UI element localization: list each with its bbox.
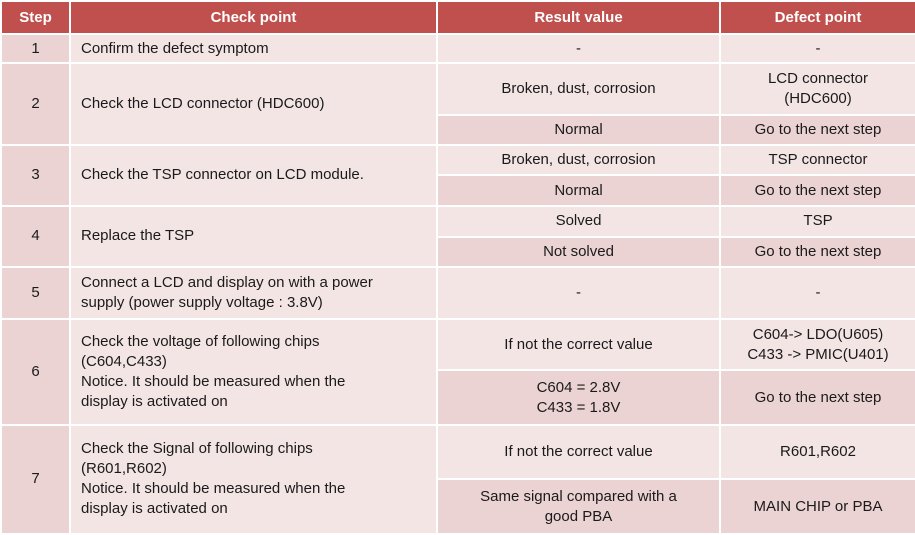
text-line: (HDC600) bbox=[784, 90, 852, 108]
table-row: 7 Check the Signal of following chips (R60… bbox=[0, 423, 915, 535]
text-line: Same signal compared with a bbox=[480, 487, 677, 505]
text-line: C433 = 1.8V bbox=[536, 398, 621, 416]
defect-point-cell: TSP connector bbox=[719, 144, 915, 177]
text-line: display is activated on bbox=[81, 500, 228, 518]
text-line: Check the voltage of following chips bbox=[81, 332, 320, 350]
text-line: - bbox=[576, 39, 581, 57]
text-line: Notice. It should be measured when the bbox=[81, 372, 346, 390]
defect-point-cell: Go to the next step bbox=[719, 235, 915, 269]
text-line: R601,R602 bbox=[780, 443, 856, 461]
defect-point-cell: C604-> LDO(U605) C433 -> PMIC(U401) bbox=[719, 317, 915, 372]
check-point-cell: Check the Signal of following chips (R601… bbox=[69, 423, 438, 535]
result-value-cell: Broken, dust, corrosion bbox=[436, 62, 721, 116]
defect-point-cell: R601,R602 bbox=[719, 423, 915, 481]
text-line: Not solved bbox=[543, 243, 614, 261]
text-line: Check the LCD connector (HDC600) bbox=[81, 95, 325, 113]
step-number: 2 bbox=[0, 62, 71, 147]
text-line: C433 -> PMIC(U401) bbox=[747, 345, 889, 363]
table-row: Not solved Go to the next step bbox=[1, 235, 915, 269]
check-point-cell: Check the TSP connector on LCD module. bbox=[69, 144, 438, 207]
text-line: good PBA bbox=[544, 507, 613, 525]
header-defect-point: Defect point bbox=[719, 0, 915, 35]
result-value-cell: Same signal compared with a good PBA bbox=[436, 478, 721, 535]
result-value-cell: Not solved bbox=[436, 235, 721, 269]
table-row: 4 Replace the TSP Solved TSP bbox=[0, 204, 915, 269]
text-line: MAIN CHIP or PBA bbox=[753, 497, 883, 515]
text-line: Normal bbox=[554, 181, 603, 199]
table-row: 5 Connect a LCD and display on with a pow… bbox=[0, 266, 915, 320]
header-result-value: Result value bbox=[436, 0, 721, 35]
result-value-cell: Normal bbox=[436, 174, 721, 207]
step-number: 4 bbox=[0, 204, 71, 269]
header-row: Step Check point Result value Defect poi… bbox=[0, 0, 915, 35]
defect-point-cell: - bbox=[719, 266, 915, 320]
result-value-cell: If not the correct value bbox=[436, 423, 721, 481]
text-line: Go to the next step bbox=[754, 120, 882, 138]
result-value-cell: C604 = 2.8V C433 = 1.8V bbox=[436, 369, 721, 426]
step-number: 6 bbox=[0, 317, 71, 426]
text-line: If not the correct value bbox=[504, 335, 653, 353]
defect-point-cell: Go to the next step bbox=[719, 174, 915, 207]
check-point-cell: Check the LCD connector (HDC600) bbox=[69, 62, 438, 147]
text-line: supply (power supply voltage : 3.8V) bbox=[81, 294, 323, 312]
check-point-cell: Replace the TSP bbox=[69, 204, 438, 269]
defect-point-cell: Go to the next step bbox=[719, 369, 915, 426]
table-row: 3 Check the TSP connector on LCD module. B… bbox=[0, 144, 915, 207]
text-line: Go to the next step bbox=[754, 181, 882, 199]
step-number: 7 bbox=[0, 423, 71, 535]
text-line: LCD connector bbox=[767, 70, 869, 88]
text-line: (R601,R602) bbox=[81, 460, 167, 478]
table-row: 2 Check the LCD connector (HDC600) Broken,… bbox=[0, 62, 915, 147]
text-line: Replace the TSP bbox=[81, 227, 195, 245]
text-line: Broken, dust, corrosion bbox=[501, 151, 656, 169]
text-line: Go to the next step bbox=[754, 388, 882, 406]
text-line: (C604,C433) bbox=[81, 352, 167, 370]
table-row: C604 = 2.8V C433 = 1.8V Go to the next ste… bbox=[1, 369, 915, 426]
defect-point-cell: MAIN CHIP or PBA bbox=[719, 478, 915, 535]
text-line: - bbox=[815, 284, 821, 302]
text-line: If not the correct value bbox=[504, 443, 653, 461]
result-value-cell: If not the correct value bbox=[436, 317, 721, 372]
step-number: 3 bbox=[0, 144, 71, 207]
text-line: - bbox=[576, 284, 581, 302]
text-line: Confirm the defect symptom bbox=[81, 39, 269, 57]
text-line: Go to the next step bbox=[754, 243, 882, 261]
step-number: 5 bbox=[0, 266, 71, 320]
text-line: C604-> LDO(U605) bbox=[752, 325, 884, 343]
result-value-cell: - bbox=[436, 266, 721, 320]
text-line: Check the Signal of following chips bbox=[81, 440, 313, 458]
check-point-cell: Connect a LCD and display on with a powe… bbox=[69, 266, 438, 320]
table-header: Step Check point Result value Defect poi… bbox=[0, 0, 915, 35]
table-row: Normal Go to the next step bbox=[1, 174, 915, 207]
table-row: Same signal compared with a good PBA MAIN … bbox=[1, 478, 915, 535]
text-line: display is activated on bbox=[81, 392, 228, 410]
header-step: Step bbox=[0, 0, 71, 35]
text-line: Broken, dust, corrosion bbox=[501, 80, 656, 98]
result-value-cell: - bbox=[436, 32, 721, 65]
text-line: Solved bbox=[555, 212, 602, 230]
text-line: Connect a LCD and display on with a powe… bbox=[81, 274, 373, 292]
result-value-cell: Solved bbox=[436, 204, 721, 238]
result-value-cell: Normal bbox=[436, 113, 721, 147]
table-row: 6 Check the voltage of following chips (C6… bbox=[0, 317, 915, 426]
defect-point-cell: Go to the next step bbox=[719, 113, 915, 147]
text-line: TSP bbox=[803, 212, 833, 230]
check-point-cell: Confirm the defect symptom bbox=[69, 32, 438, 65]
text-line: C604 = 2.8V bbox=[536, 378, 621, 396]
text-line: TSP connector bbox=[768, 151, 868, 169]
header-check-point: Check point bbox=[69, 0, 438, 35]
check-point-cell: Check the voltage of following chips (C60… bbox=[69, 317, 438, 426]
defect-point-cell: LCD connector (HDC600) bbox=[719, 62, 915, 116]
table-row: 1 Confirm the defect symptom - - bbox=[0, 32, 915, 65]
text-line: Normal bbox=[554, 120, 603, 138]
step-number: 1 bbox=[0, 32, 71, 65]
text-line: - bbox=[815, 39, 821, 57]
text-line: Check the TSP connector on LCD module. bbox=[81, 166, 364, 184]
defect-point-cell: TSP bbox=[719, 204, 915, 238]
defect-point-cell: - bbox=[719, 32, 915, 65]
result-value-cell: Broken, dust, corrosion bbox=[436, 144, 721, 177]
text-line: Notice. It should be measured when the bbox=[81, 480, 346, 498]
